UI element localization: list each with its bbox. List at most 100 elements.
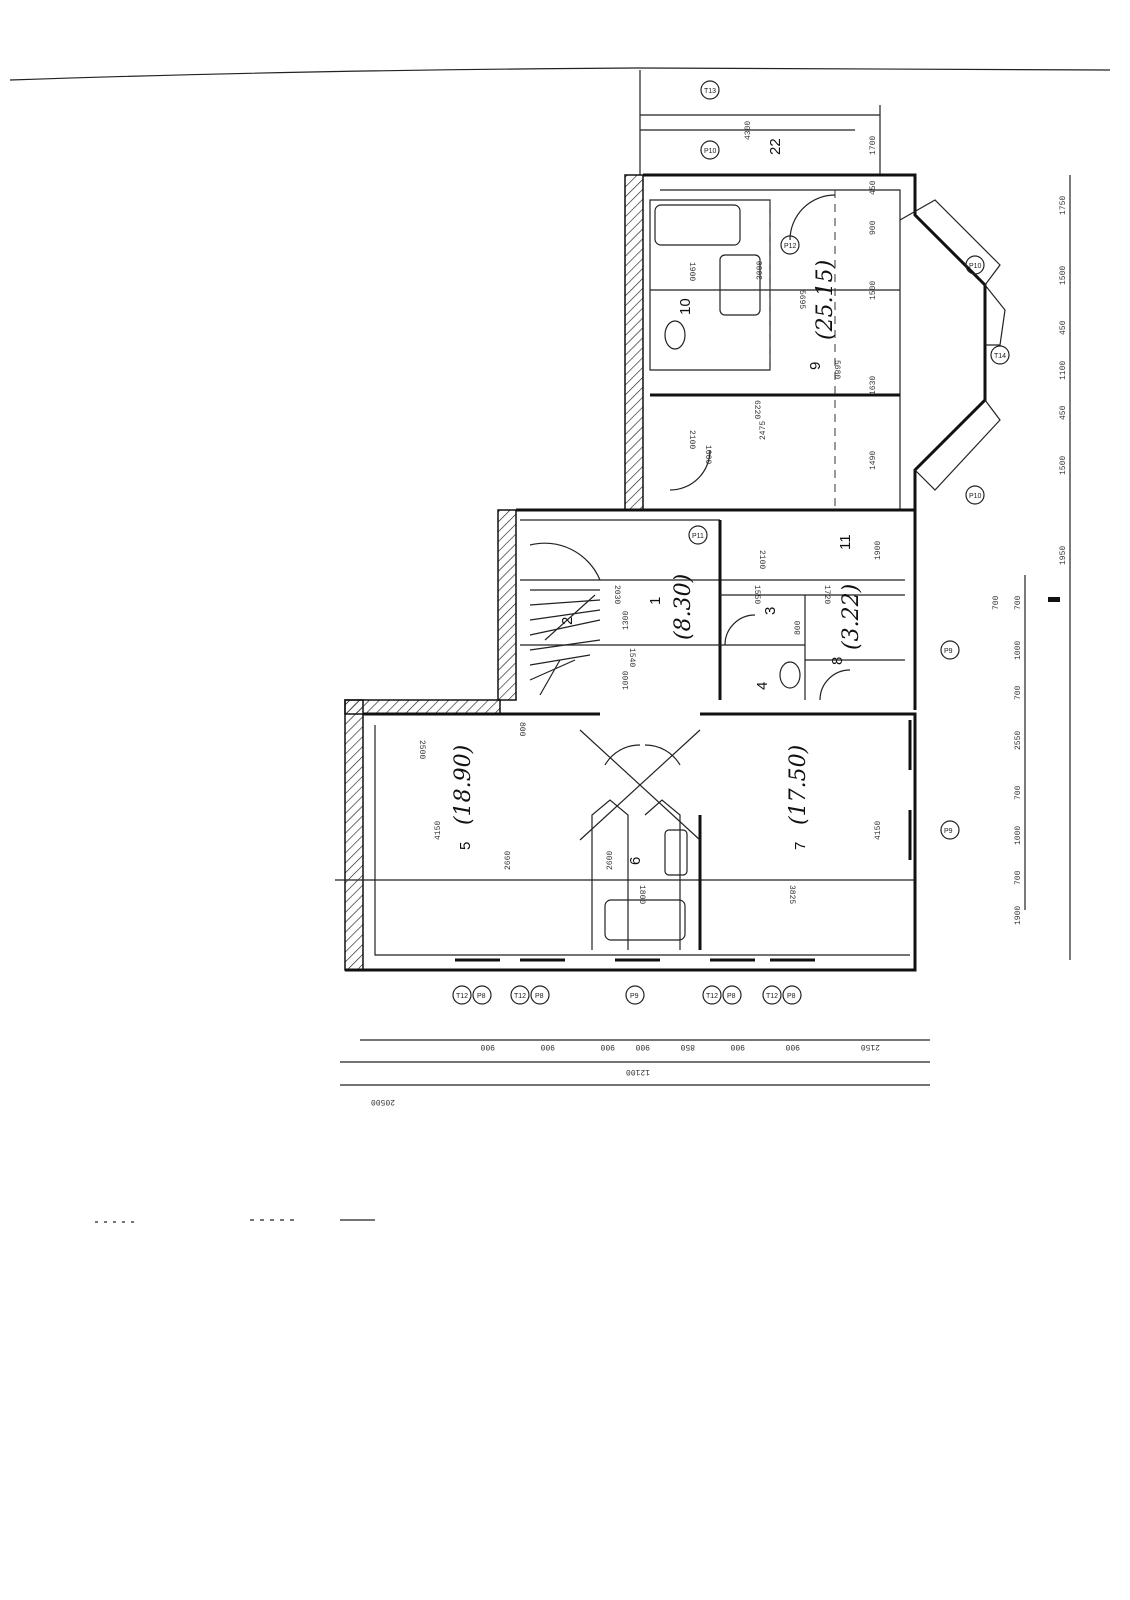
door-swing [644,744,681,766]
washbasin-icon [664,829,688,876]
dimension-label: 700 [992,595,1001,610]
dimension-label: 1500 [869,281,878,300]
staircase [529,542,601,696]
svg-text:T12: T12 [706,993,718,1000]
top-wing: 22 10 9 (25.15) 4300 1700 450 900 1500 6… [624,121,1006,515]
svg-text:P9: P9 [944,648,953,655]
door-swing [604,744,641,766]
svg-text:T12: T12 [456,993,468,1000]
svg-text:850: 850 [680,1042,695,1051]
room-number-10: 10 [677,298,694,315]
svg-text:700: 700 [1014,870,1023,885]
room-area-7: (17.50) [786,745,811,825]
svg-text:450: 450 [1059,320,1068,335]
svg-text:2550: 2550 [1014,731,1023,750]
bottom-dimension-chain: 900 900 900 850 900 900 900 2150 12100 2… [340,1039,930,1106]
svg-text:12100: 12100 [626,1067,650,1076]
door-swing [669,449,711,491]
svg-text:20500: 20500 [371,1097,395,1106]
svg-text:P8: P8 [477,993,486,1000]
dimension-label: 1300 [622,611,631,630]
dimension-label: 1720 [822,585,831,604]
svg-text:1750: 1750 [1059,196,1068,215]
right-dimension-chain: 1750 1500 450 1100 450 1500 1950 700 100… [1014,175,1071,960]
svg-text:P11: P11 [692,533,704,540]
room-number-5: 5 [457,842,474,850]
door-swing [789,194,836,241]
svg-text:900: 900 [600,1042,615,1051]
dimension-label: 1550 [752,585,761,604]
svg-text:P10: P10 [969,263,982,270]
svg-text:900: 900 [785,1042,800,1051]
dimension-label: 2500 [417,740,426,759]
dimension-label: 4300 [744,121,753,140]
window-tags: T12 P8 T12 P8 P9 T12 P8 T12 P8 P9 P9 P10… [452,80,1010,1005]
bathtub-icon [654,204,741,246]
dimension-label: 1800 [637,885,646,904]
paper-edge [9,67,1111,81]
dimension-label: 1700 [869,136,878,155]
dimension-label: 4150 [874,821,883,840]
dimension-label: 800 [517,722,526,737]
room-number-6: 6 [627,857,644,865]
dimension-label: 2100 [687,430,696,449]
room-number-9: 9 [807,362,824,370]
svg-text:900: 900 [480,1042,495,1051]
svg-text:P9: P9 [630,993,639,1000]
bay-window-bottom [914,399,1001,491]
svg-text:900: 900 [540,1042,555,1051]
scan-specks [95,1219,375,1223]
room-number-11: 11 [837,534,854,550]
svg-text:900: 900 [635,1042,650,1051]
wall-room-6 [591,799,629,950]
dimension-label: 3825 [787,885,796,904]
hatched-wall [624,174,644,511]
bathtub-icon [604,899,686,941]
svg-text:T12: T12 [514,993,526,1000]
dimension-label: 2660 [504,851,513,870]
toilet-icon [779,661,801,689]
svg-text:P10: P10 [704,148,717,155]
room-area-8: (3.22) [839,584,864,650]
svg-text:1000: 1000 [1014,641,1023,660]
dimension-label: 1490 [869,451,878,470]
dimension-label: 2030 [612,585,621,604]
dimension-label: 3000 [756,261,765,280]
svg-text:P12: P12 [784,243,797,250]
dimension-label: 2600 [606,851,615,870]
svg-text:700: 700 [1014,685,1023,700]
bottom-wing: 5 (18.90) 6 7 (17.50) 2500 800 4150 2660… [335,699,917,972]
bay-window-top [899,199,1001,286]
svg-text:700: 700 [1014,785,1023,800]
dimension-label: 1000 [703,445,712,464]
svg-text:P9: P9 [944,828,953,835]
dimension-label: 1540 [627,648,636,667]
dimension-label: 1000 [622,671,631,690]
dimension-label: 800 [794,620,803,635]
svg-text:1500: 1500 [1059,266,1068,285]
dimension-label: 1900 [874,541,883,560]
hatched-wall [497,509,517,701]
dimension-label: 1900 [687,262,696,281]
room-area-5: (18.90) [451,745,476,825]
room-area-9: (25.15) [813,260,838,340]
middle-wing: 11 1 (8.30) 2 3 8 (3.22) 4 2030 1550 172… [497,508,1001,710]
dimension-label: 5695 [797,290,806,309]
dimension-label: 6220 [752,400,761,419]
dimension-label: 4150 [434,821,443,840]
room-number-3: 3 [762,607,779,615]
room-number-4: 4 [754,682,771,690]
dimension-label: 2475 [759,421,768,440]
svg-text:P10: P10 [969,493,982,500]
room-number-22: 22 [767,138,784,155]
svg-text:900: 900 [730,1042,745,1051]
svg-text:1100: 1100 [1059,361,1068,380]
door-swing [724,614,756,646]
svg-text:1000: 1000 [1014,826,1023,845]
dimension-label: 1630 [869,376,878,395]
svg-text:1950: 1950 [1059,546,1068,565]
svg-text:450: 450 [1059,405,1068,420]
svg-text:T13: T13 [704,88,716,95]
svg-text:2150: 2150 [861,1042,880,1051]
